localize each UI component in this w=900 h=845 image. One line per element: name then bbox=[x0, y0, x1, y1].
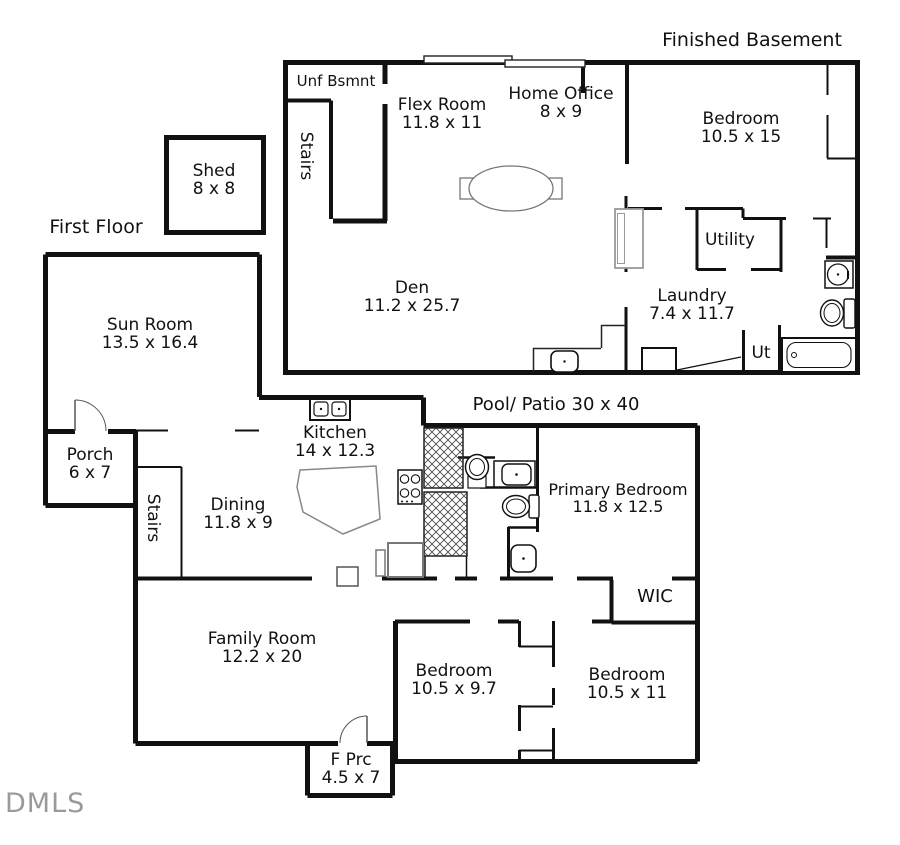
room-name: F Prc bbox=[330, 750, 372, 770]
room-dims: 11.8 x 12.5 bbox=[572, 497, 664, 516]
room-name: Shed bbox=[192, 161, 236, 181]
window-icon bbox=[504, 59, 586, 68]
room-label-den: Den 11.2 x 25.7 bbox=[364, 279, 461, 315]
refrigerator bbox=[375, 542, 424, 578]
title-text: Finished Basement bbox=[662, 29, 842, 51]
room-name: Family Room bbox=[207, 629, 317, 649]
room-name: Bedroom bbox=[588, 665, 666, 685]
stairs-hatch-up bbox=[423, 427, 464, 489]
window-icons bbox=[423, 55, 586, 68]
bathtub bbox=[781, 337, 857, 373]
toilet bbox=[501, 494, 540, 519]
room-label-unf-bsmnt: Unf Bsmnt bbox=[297, 72, 376, 90]
room-name: Bedroom bbox=[415, 661, 493, 681]
room-label-ff-stairs: Stairs bbox=[143, 493, 163, 543]
bsmt-toilet bbox=[819, 298, 856, 329]
fprc-door-arc bbox=[339, 715, 368, 744]
room-name: Den bbox=[394, 278, 430, 298]
watermark: DMLS bbox=[5, 788, 86, 819]
room-label-bedroom-right: Bedroom 10.5 x 11 bbox=[587, 666, 667, 702]
room-label-bedroom-left: Bedroom 10.5 x 9.7 bbox=[411, 662, 497, 698]
room-label-laundry: Laundry 7.4 x 11.7 bbox=[649, 287, 735, 323]
room-name: Pool/ Patio 30 x 40 bbox=[472, 394, 640, 415]
room-dims: 8 x 9 bbox=[539, 102, 583, 122]
room-name: Sun Room bbox=[106, 315, 194, 335]
den-counter bbox=[532, 324, 626, 372]
room-dims: 11.8 x 9 bbox=[203, 513, 273, 533]
room-name: Unf Bsmnt bbox=[296, 72, 376, 90]
porch-door-arc bbox=[74, 399, 107, 432]
room-dims: 10.5 x 11 bbox=[586, 683, 668, 703]
room-label-porch: Porch 6 x 7 bbox=[67, 446, 114, 482]
first-floor-walls bbox=[43, 252, 700, 798]
pool-patio-label: Pool/ Patio 30 x 40 bbox=[473, 396, 640, 414]
room-name: Kitchen bbox=[303, 423, 367, 443]
stairs-hatch-down bbox=[423, 491, 468, 557]
room-dims: 6 x 7 bbox=[68, 463, 112, 483]
first-floor-title: First Floor bbox=[49, 216, 143, 238]
room-label-utility: Utility bbox=[705, 231, 755, 249]
room-name: Stairs bbox=[296, 131, 316, 181]
room-dims: 4.5 x 7 bbox=[321, 768, 381, 788]
dishwasher bbox=[336, 566, 359, 587]
title-text: First Floor bbox=[49, 216, 143, 238]
room-label-primary-bedroom: Primary Bedroom 11.8 x 12.5 bbox=[548, 481, 687, 515]
room-name: Porch bbox=[66, 445, 114, 465]
room-label-wic: WIC bbox=[637, 588, 673, 606]
room-label-family-room: Family Room 12.2 x 20 bbox=[208, 630, 317, 666]
basement-title: Finished Basement bbox=[662, 29, 842, 51]
room-name: Stairs bbox=[143, 493, 163, 543]
room-label-bsmt-stairs: Stairs bbox=[296, 131, 316, 181]
room-dims: 8 x 8 bbox=[192, 179, 236, 199]
window-icon bbox=[423, 55, 513, 64]
room-name: Ut bbox=[751, 343, 771, 363]
room-dims: 7.4 x 11.7 bbox=[649, 304, 735, 324]
room-dims: 10.5 x 15 bbox=[700, 127, 782, 147]
room-name: Home Office bbox=[508, 84, 614, 104]
washer bbox=[641, 347, 742, 373]
stove bbox=[397, 469, 423, 505]
shed-walls bbox=[164, 135, 266, 235]
pedestal-sink bbox=[464, 453, 490, 489]
room-dims: 10.5 x 9.7 bbox=[411, 679, 497, 699]
room-name: Laundry bbox=[657, 286, 727, 306]
room-dims: 13.5 x 16.4 bbox=[101, 333, 199, 353]
kitchen-island bbox=[296, 465, 381, 535]
room-dims: 12.2 x 20 bbox=[221, 647, 303, 667]
room-label-ut: Ut bbox=[751, 344, 770, 362]
hall-sink bbox=[510, 544, 537, 573]
den-sink bbox=[550, 350, 579, 373]
room-label-sun-room: Sun Room 13.5 x 16.4 bbox=[102, 316, 199, 352]
room-label-bsmt-bedroom: Bedroom 10.5 x 15 bbox=[701, 110, 781, 146]
room-dims: 11.8 x 11 bbox=[401, 113, 483, 133]
vanity-sink bbox=[493, 460, 536, 488]
room-label-shed: Shed 8 x 8 bbox=[193, 162, 236, 198]
room-name: Bedroom bbox=[702, 109, 780, 129]
room-dims: 14 x 12.3 bbox=[294, 441, 376, 461]
room-label-dining: Dining 11.8 x 9 bbox=[203, 496, 273, 532]
bed bbox=[614, 208, 644, 269]
room-label-f-prc: F Prc 4.5 x 7 bbox=[322, 751, 381, 787]
basement-walls bbox=[283, 60, 860, 375]
room-label-home-office: Home Office 8 x 9 bbox=[508, 85, 613, 121]
room-name: WIC bbox=[637, 586, 673, 607]
room-name: Primary Bedroom bbox=[548, 480, 688, 499]
room-name: Utility bbox=[704, 230, 756, 250]
room-label-kitchen: Kitchen 14 x 12.3 bbox=[295, 424, 375, 460]
room-name: Flex Room bbox=[397, 95, 487, 115]
kitchen-sink bbox=[309, 398, 351, 421]
room-name: Dining bbox=[210, 495, 266, 515]
den-table bbox=[459, 165, 563, 212]
room-dims: 11.2 x 25.7 bbox=[363, 296, 461, 316]
bsmt-vanity-sink bbox=[824, 260, 854, 289]
room-label-flex-room: Flex Room 11.8 x 11 bbox=[398, 96, 487, 132]
